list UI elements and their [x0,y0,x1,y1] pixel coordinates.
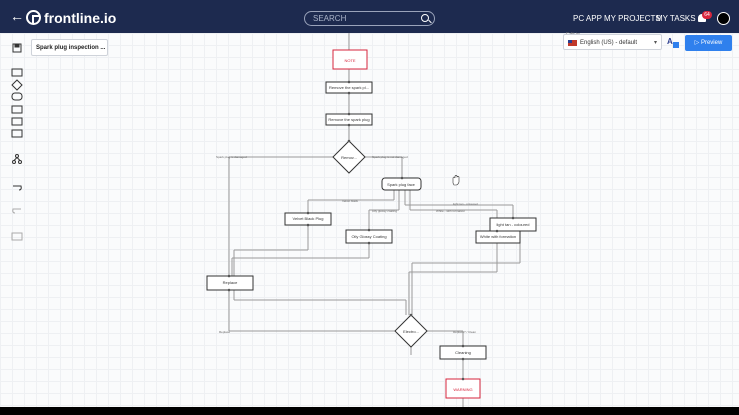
nav-my-tasks[interactable]: MY TASKS [656,14,696,23]
us-flag-icon [568,40,577,46]
svg-text:A: A [667,37,673,46]
flow-diagram: NOTE Remove the spark pl... Remove the s… [206,33,537,407]
redo-icon[interactable] [12,208,21,214]
edge-label-white: White - with formation [436,209,465,213]
node-replace[interactable]: Replace [223,280,238,285]
node-cleaning[interactable]: Cleaning [455,350,471,355]
avatar[interactable] [717,12,730,25]
image-shape-icon[interactable] [11,129,23,138]
preview-label: Preview [700,40,723,46]
node-decision-remove[interactable]: Remov... [341,155,357,160]
project-title: Spark plug inspection ... [36,45,106,51]
nav-pc-app[interactable]: PC APP [573,14,602,23]
notification-badge: 64 [702,11,712,19]
translate-icon[interactable]: A [666,35,681,50]
hand-cursor-icon [452,175,460,186]
left-toolbar [11,43,23,241]
edge-label-replace-no: Replace? / Clean [453,330,476,334]
project-title-box[interactable]: Spark plug inspection ... [31,39,108,56]
language-select[interactable]: English (US) - default ▾ [563,34,662,50]
text-shape-icon[interactable] [11,117,23,126]
note-shape-icon[interactable] [11,105,23,114]
bell-icon[interactable] [698,14,706,22]
node-velvet-black[interactable]: Velvet Black Plug [293,216,324,221]
logo-text[interactable]: frontline.io [44,10,117,26]
nav-my-projects[interactable]: MY PROJECTS [604,14,661,23]
chevron-down-icon: ▾ [653,40,657,46]
top-bar: ← frontline.io SEARCH PC APP MY PROJECTS… [0,0,739,33]
node-remove-plug-2[interactable]: Remove the spark plug [328,117,369,122]
flow-canvas[interactable]: NOTE Remove the spark pl... Remove the s… [0,33,739,407]
edge-label-light-tan: light tan - coloured [453,202,478,206]
edge-label-not-damaged: Spark plug is not damaged [372,155,408,159]
edge-label-replace-yes: Replace [219,330,230,334]
edge-label-damaged: Spark plug is damaged [216,155,247,159]
play-icon: ▷ [694,40,700,46]
node-warning[interactable]: WARNING [453,387,472,392]
connector-icon[interactable] [12,154,22,164]
node-decision-electrode[interactable]: Electro... [403,329,419,334]
node-white-formation[interactable]: White with formation [480,234,516,239]
logo-icon[interactable] [26,10,41,25]
back-arrow-icon[interactable]: ← [10,8,24,24]
save-icon[interactable] [12,43,22,53]
node-note[interactable]: NOTE [344,58,355,63]
bottom-bar [0,407,739,415]
node-spark-plug-face[interactable]: Spark plug face [387,182,416,187]
rectangle-shape-icon[interactable] [11,68,23,77]
search-input[interactable]: SEARCH [304,11,435,26]
rounded-shape-icon[interactable] [11,92,23,101]
node-light-tan[interactable]: light tan - coloured [497,222,530,227]
edge-label-oily: Oily glossy coating [372,209,397,213]
language-value: English (US) - default [580,40,638,46]
undo-icon[interactable] [13,185,22,191]
search-placeholder: SEARCH [313,14,347,23]
node-oily-glossy[interactable]: Oily Glossy Coating [351,234,386,239]
preview-button[interactable]: ▷ Preview [685,35,732,51]
edge-label-velvet: Velvet black [342,199,359,203]
node-remove-plug-1[interactable]: Remove the spark pl... [329,85,369,90]
decision-shape-icon[interactable] [11,79,23,91]
keyboard-icon[interactable] [11,232,23,241]
search-icon[interactable] [421,14,429,22]
